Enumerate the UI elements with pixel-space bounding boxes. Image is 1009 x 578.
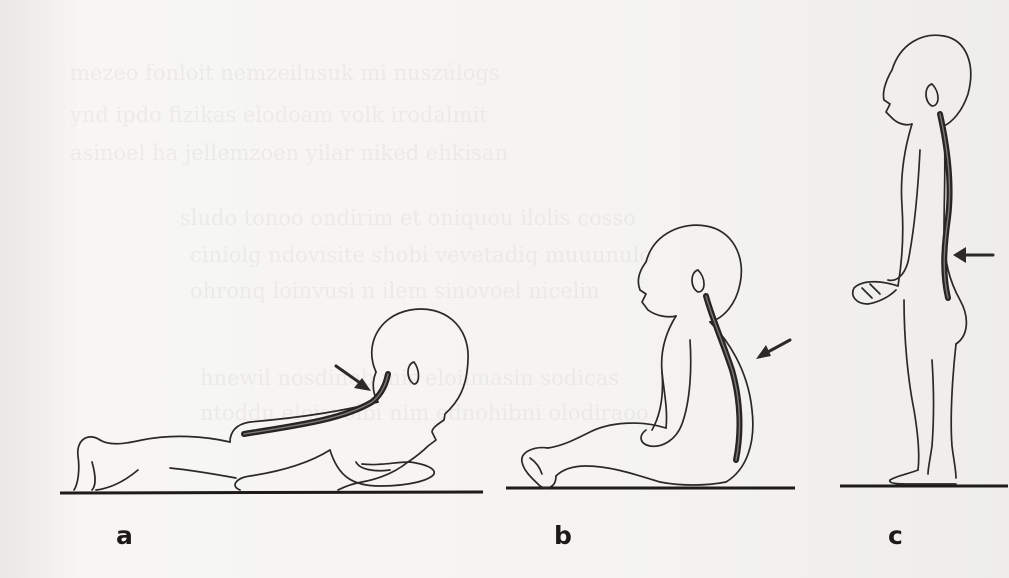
svg-text:asinoel ha jellemzoen yilar ni: asinoel ha jellemzoen yilar niked ehkisa… [70, 141, 508, 165]
arrow-b [756, 340, 790, 359]
infant-prone-figure [74, 309, 468, 490]
panel-label-c: c [888, 523, 903, 548]
svg-text:ynd ipdo fizikas elodoam volk: ynd ipdo fizikas elodoam volk irodalmit [69, 103, 488, 127]
show-through-text: mezeo fonloit nemzeilusuk mi nuszúlogs y… [69, 61, 652, 425]
ground-line-a [60, 492, 483, 493]
svg-text:ciniolg ndovisite shobi veveta: ciniolg ndovisite shobi vevetadiq muuunu… [190, 243, 652, 267]
svg-text:ntoddu eloisvolbi nim ednohibn: ntoddu eloisvolbi nim ednohibni olodirao… [200, 401, 649, 425]
panel-label-a: a [116, 523, 133, 548]
svg-text:mezeo fonloit nemzeilusuk mi n: mezeo fonloit nemzeilusuk mi nuszúlogs [70, 61, 500, 85]
svg-text:sludo tonoo ondirim et oniquou: sludo tonoo ondirim et oniquou ilolis co… [180, 206, 636, 230]
child-standing-figure [853, 35, 993, 484]
svg-text:ohronq loinvusi n ilem sinovoe: ohronq loinvusi n ilem sinovoel nicelin [190, 279, 600, 303]
arrow-c [953, 247, 993, 263]
panel-label-b: b [554, 523, 572, 548]
